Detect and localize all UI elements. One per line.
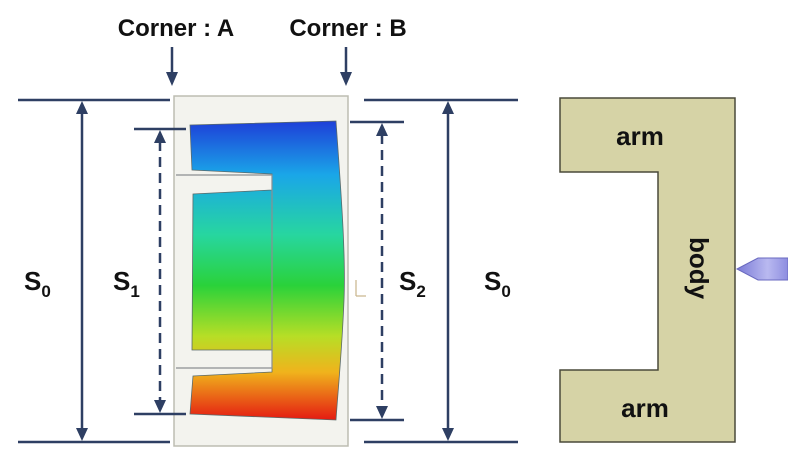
corner-a-label: Corner : A	[118, 15, 234, 42]
deformed-part-contour	[189, 120, 345, 421]
s1-label: S1	[113, 266, 140, 301]
corner-a-arrow	[166, 47, 178, 86]
undeformed-part-outline	[176, 174, 273, 369]
s2-dimension	[350, 120, 404, 422]
bottom-arm-label: arm	[621, 393, 669, 423]
s2-label: S2	[399, 266, 426, 301]
corner-b-arrow	[340, 47, 352, 86]
s0-left-label: S0	[24, 266, 51, 301]
s0-right-dimension	[364, 98, 518, 444]
s1-dimension	[134, 127, 186, 416]
s0-right-label: S0	[484, 266, 511, 301]
corner-b-label: Corner : B	[289, 15, 406, 42]
s0-left-dimension	[18, 98, 170, 444]
part-schematic	[559, 97, 736, 443]
right-edge-mark	[355, 280, 366, 297]
top-arm-label: arm	[616, 121, 664, 151]
body-label: body	[684, 237, 714, 300]
punch-tip	[735, 257, 788, 281]
